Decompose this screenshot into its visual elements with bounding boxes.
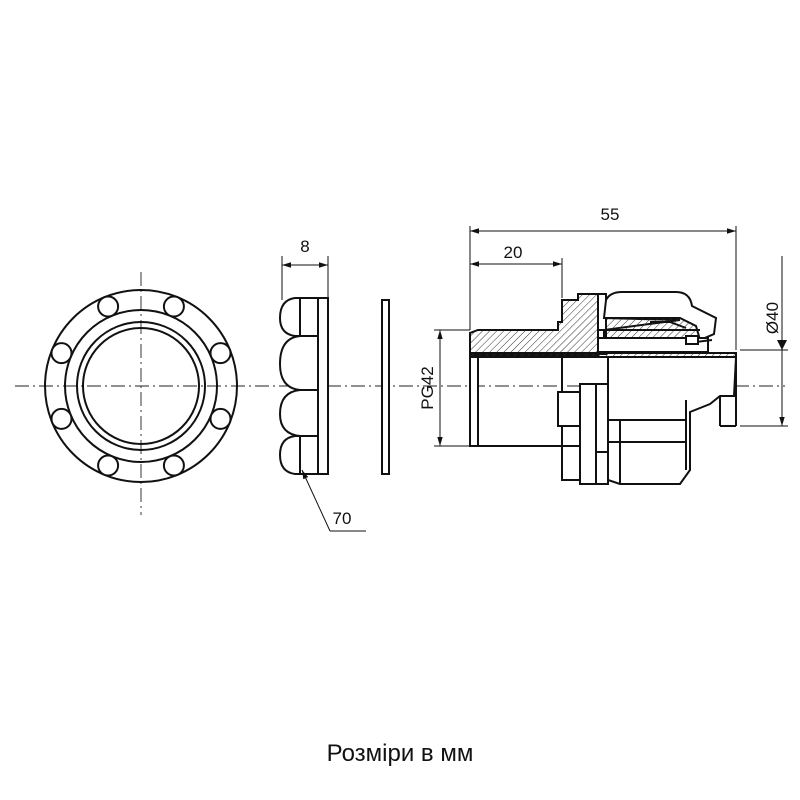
nut-front-view — [44, 289, 238, 483]
nut-lobe — [97, 295, 120, 318]
cable-diameter-label: Ø40 — [763, 302, 782, 334]
nut-lobe — [50, 407, 73, 430]
cable-gland-body — [469, 291, 738, 485]
thread-length-label: 20 — [504, 243, 523, 262]
units-caption: Розміри в мм — [326, 740, 474, 767]
dimension-thread-length: 20 — [470, 243, 563, 298]
thread-size-label: PG42 — [418, 366, 437, 409]
dimension-overall-length: 55 — [469, 205, 737, 350]
dimension-thread-size: PG42 — [418, 329, 470, 447]
overall-length-label: 55 — [601, 205, 620, 224]
nut-lobe — [50, 342, 73, 365]
sealing-washer — [381, 299, 390, 475]
dimension-nut-diameter: 70 — [301, 469, 366, 532]
nut-lobe — [209, 342, 232, 365]
nut-side-view — [278, 297, 329, 475]
nut-lobe — [162, 454, 185, 477]
nut-thickness-label: 8 — [300, 237, 309, 256]
nut-lobe — [209, 407, 232, 430]
nut-lobe — [162, 295, 185, 318]
nut-diameter-label: 70 — [333, 509, 352, 528]
nut-lobe — [97, 454, 120, 477]
dimension-nut-thickness: 8 — [281, 237, 329, 300]
dimension-cable-diameter: Ø40 — [740, 256, 788, 427]
